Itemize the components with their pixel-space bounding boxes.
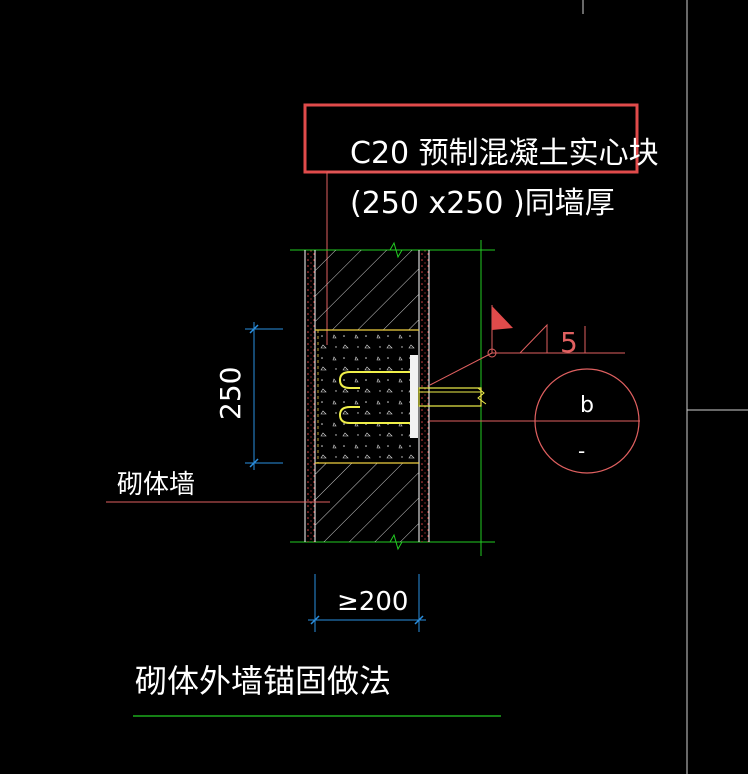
section-mark-circle[interactable] bbox=[534, 368, 640, 474]
dim-v-tick-bottom bbox=[249, 458, 259, 468]
dim-h-tick-left bbox=[310, 615, 320, 625]
plaster-right bbox=[419, 250, 429, 542]
field-weld-flag-icon bbox=[492, 306, 513, 330]
wall-label: 砌体墙 bbox=[117, 470, 195, 500]
weld-leader-diagonal bbox=[429, 352, 493, 386]
masonry-hatch-bottom bbox=[315, 463, 419, 542]
callout-line1: C20 预制混凝土实心块 bbox=[350, 136, 659, 171]
masonry-hatch-top bbox=[315, 250, 419, 330]
anchor-rebar-lower bbox=[338, 406, 415, 424]
dim-horizontal-text: ≥200 bbox=[337, 587, 408, 617]
break-mark-stub bbox=[477, 387, 487, 405]
connection-steel-stub[interactable] bbox=[418, 387, 482, 407]
anchor-rebar-upper bbox=[338, 371, 415, 389]
section-mark-bottom: - bbox=[578, 439, 585, 463]
plaster-left bbox=[305, 250, 315, 542]
dim-vertical-text: 250 bbox=[214, 367, 247, 420]
weld-size-text: 5 bbox=[560, 326, 578, 359]
fillet-weld-triangle-icon bbox=[519, 323, 548, 354]
precast-concrete-block[interactable] bbox=[315, 330, 419, 463]
dim-v-tick-top bbox=[249, 324, 259, 334]
dim-h-tick-right bbox=[414, 615, 424, 625]
embedded-steel-plate[interactable] bbox=[410, 355, 418, 438]
drawing-title: 砌体外墙锚固做法 bbox=[135, 662, 391, 700]
callout-line2: (250 x250 )同墙厚 bbox=[350, 186, 615, 221]
section-mark-top: b bbox=[580, 393, 594, 418]
